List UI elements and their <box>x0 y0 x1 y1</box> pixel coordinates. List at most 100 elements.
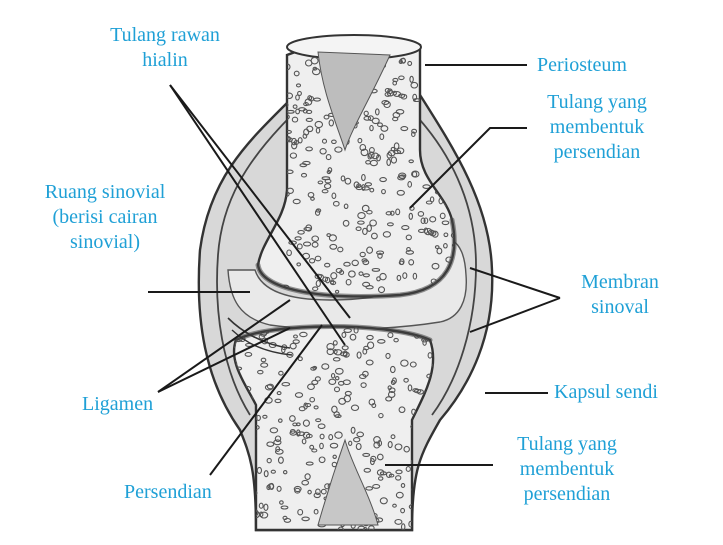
spongy-pore <box>304 403 312 408</box>
spongy-pore <box>317 180 324 185</box>
lower-marrow <box>317 438 379 526</box>
spongy-pore <box>329 243 338 250</box>
spongy-pore <box>351 259 359 267</box>
spongy-pore <box>301 516 310 522</box>
spongy-pore <box>321 189 329 194</box>
spongy-pore <box>392 80 398 86</box>
spongy-pore <box>434 245 440 250</box>
spongy-pore <box>339 270 345 275</box>
spongy-pore <box>242 487 248 495</box>
spongy-pore <box>345 278 352 286</box>
spongy-pore <box>342 379 351 386</box>
spongy-pore <box>385 211 393 216</box>
spongy-pore <box>281 381 291 387</box>
spongy-pore <box>361 204 370 213</box>
spongy-pore <box>353 181 360 189</box>
spongy-pore <box>374 108 380 116</box>
spongy-pore <box>386 158 392 167</box>
spongy-pore <box>377 252 383 259</box>
spongy-pore <box>318 456 326 464</box>
spongy-pore <box>387 385 392 391</box>
spongy-pore <box>293 485 302 493</box>
capsule-inner-line-right <box>419 119 477 416</box>
spongy-pore <box>243 470 252 476</box>
spongy-pore <box>389 365 396 374</box>
spongy-pore <box>369 187 375 193</box>
spongy-pore <box>453 94 455 99</box>
spongy-pore <box>403 377 409 383</box>
spongy-pore <box>439 212 446 220</box>
spongy-pore <box>343 203 349 210</box>
spongy-pore <box>425 485 433 491</box>
spongy-pore <box>304 473 311 480</box>
spongy-pore <box>417 501 425 507</box>
spongy-pore <box>413 388 422 394</box>
spongy-pore <box>296 243 303 250</box>
spongy-pore <box>343 261 351 267</box>
spongy-pore <box>389 210 395 216</box>
spongy-pore <box>313 508 319 515</box>
spongy-pore <box>332 357 341 362</box>
spongy-pore <box>359 143 367 152</box>
spongy-pore <box>398 75 405 81</box>
spongy-pore <box>394 443 403 451</box>
spongy-pore <box>363 115 372 121</box>
spongy-pore <box>297 508 304 516</box>
spongy-pore <box>431 262 440 270</box>
label-ligamen: Ligamen <box>82 392 153 417</box>
spongy-pore <box>312 66 318 71</box>
spongy-pore <box>313 405 319 410</box>
spongy-pore <box>314 273 323 280</box>
label-persendian: Persendian <box>124 480 212 505</box>
label-line: Tulang rawan <box>110 24 220 46</box>
spongy-pore <box>321 138 328 144</box>
spongy-pore <box>412 272 418 280</box>
spongy-pore <box>305 117 313 123</box>
spongy-pore <box>455 125 459 128</box>
spongy-pore <box>314 209 321 216</box>
label-line: Kapsul sendi <box>554 381 658 403</box>
spongy-pore <box>457 59 461 64</box>
spongy-pore <box>295 94 300 101</box>
spongy-pore <box>448 127 455 134</box>
spongy-pore <box>417 211 425 217</box>
spongy-pore <box>323 114 330 120</box>
spongy-pore <box>344 177 352 185</box>
spongy-pore <box>328 119 335 127</box>
spongy-pore <box>361 258 368 263</box>
spongy-pore <box>294 236 302 241</box>
spongy-pore <box>405 234 412 241</box>
spongy-pore <box>395 475 402 481</box>
label-line: hialin <box>142 49 188 71</box>
spongy-pore <box>315 488 321 496</box>
spongy-pore <box>362 370 369 378</box>
spongy-pore <box>323 183 332 190</box>
spongy-pore <box>234 509 241 516</box>
spongy-pore <box>378 412 384 419</box>
spongy-pore <box>260 357 267 363</box>
spongy-pore <box>321 176 331 181</box>
spongy-pore <box>371 152 380 160</box>
spongy-pore <box>267 483 275 490</box>
spongy-pore <box>394 518 403 525</box>
spongy-pore <box>349 333 357 341</box>
spongy-pore <box>297 229 305 235</box>
spongy-pore <box>276 485 282 492</box>
spongy-pore <box>379 272 387 281</box>
label-line: (berisi cairan <box>52 206 158 228</box>
spongy-pore <box>392 90 397 96</box>
spongy-pore <box>387 441 393 449</box>
leader-membran-2 <box>469 297 561 333</box>
label-line: Tulang yang <box>517 433 617 455</box>
spongy-pore <box>358 271 364 276</box>
spongy-pore <box>317 423 326 430</box>
spongy-pore <box>234 485 235 490</box>
label-kapsul-sendi: Kapsul sendi <box>554 380 658 405</box>
spongy-pore <box>299 163 308 168</box>
capsule-inner-line <box>216 119 288 416</box>
label-line: persendian <box>523 483 611 505</box>
label-tulang-membentuk-bawah: Tulang yang membentuk persendian <box>492 432 642 507</box>
spongy-pore <box>436 515 441 520</box>
spongy-pore <box>408 259 415 266</box>
spongy-pore <box>393 149 402 155</box>
